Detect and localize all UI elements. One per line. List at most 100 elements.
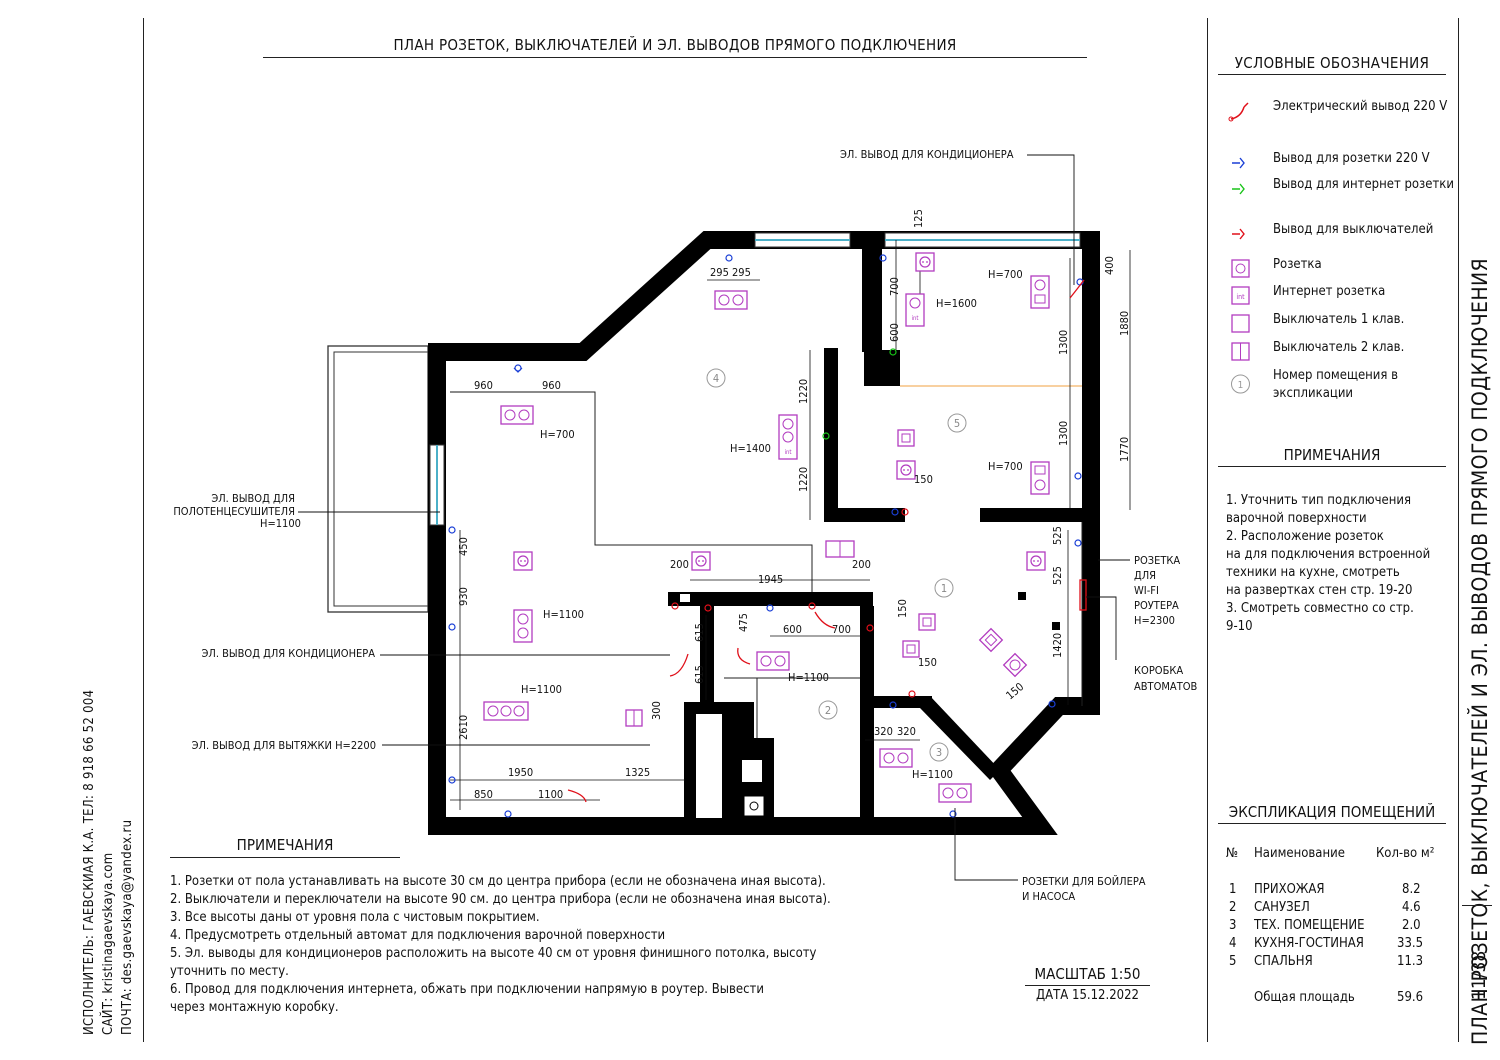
notes-right-title: ПРИМЕЧАНИЯ [1283, 446, 1381, 464]
callout-box-2: АВТОМАТОВ [1134, 680, 1198, 693]
legend-label-switch-1: Выключатель 1 клав. [1273, 312, 1405, 327]
table-row: 1 ПРИХОЖАЯ 8.2 [1226, 882, 1456, 900]
height-1100-d: H=1100 [912, 768, 953, 781]
room-number-1: 1 [941, 582, 947, 595]
devices: int int [483, 252, 1050, 803]
dim-930: 930 [457, 587, 470, 606]
switch-1-key-icon [1231, 314, 1250, 333]
dim-200-right: 200 [852, 558, 871, 571]
dim-1420: 1420 [1051, 633, 1064, 658]
title-strip-line [1458, 18, 1459, 1042]
legend-label-switch-2: Выключатель 2 клав. [1273, 340, 1405, 355]
dim-2610: 2610 [457, 715, 470, 740]
switch-outlet-icon [1232, 228, 1245, 240]
svg-text:int: int [784, 449, 791, 456]
row-area: 2.0 [1402, 918, 1421, 933]
dim-525-bottom: 525 [1051, 566, 1064, 585]
height-1100-c: H=1100 [521, 683, 562, 696]
note-bottom-5b: уточнить по месту. [170, 964, 289, 979]
callout-towel-2: ПОЛОТЕНЦЕСУШИТЕЛЯ [173, 505, 295, 518]
row-name: ПРИХОЖАЯ [1254, 882, 1325, 897]
electric-outlets [567, 279, 1087, 803]
dim-400: 400 [1103, 256, 1116, 275]
dim-1220-top: 1220 [797, 379, 810, 404]
notes-bottom-line [170, 857, 400, 858]
dim-320-left: 320 [874, 725, 893, 738]
dim-1325: 1325 [625, 766, 650, 779]
callout-ac-left: ЭЛ. ВЫВОД ДЛЯ КОНДИЦИОНЕРА [201, 647, 375, 660]
dim-150-c: 150 [914, 473, 933, 486]
legend-item-switch-outlet: Вывод для выключателей [1228, 221, 1458, 241]
room-markers [706, 368, 967, 762]
total-label: Общая площадь [1254, 990, 1355, 1005]
room-number-5: 5 [954, 417, 960, 430]
legend-item-switch-1: Выключатель 1 клав. [1228, 311, 1458, 333]
note-bottom-5: 5. Эл. выводы для кондиционеров располож… [170, 946, 817, 961]
walls [428, 231, 1100, 835]
row-area: 4.6 [1402, 900, 1421, 915]
dim-700-v: 700 [888, 277, 901, 296]
table-row: 3 ТЕХ. ПОМЕЩЕНИЕ 2.0 [1226, 918, 1456, 936]
dim-600-h: 600 [783, 623, 802, 636]
socket-outlets [448, 254, 1084, 818]
dim-700-h: 700 [832, 623, 851, 636]
dim-200-left: 200 [670, 558, 689, 571]
balcony [327, 345, 429, 613]
room-number-2: 2 [825, 704, 831, 717]
row-name: ТЕХ. ПОМЕЩЕНИЕ [1254, 918, 1365, 933]
dim-1950: 1950 [508, 766, 533, 779]
legend-label-electric: Электрический вывод 220 V [1273, 99, 1448, 114]
side-separator [1462, 905, 1492, 906]
notes-bottom-title: ПРИМЕЧАНИЯ [236, 836, 334, 854]
switch-outlets [671, 508, 916, 698]
header-num: № [1226, 846, 1239, 861]
callout-wifi-1: РОЗЕТКА [1134, 554, 1180, 567]
dim-960-right: 960 [542, 379, 561, 392]
dimension-lines [450, 240, 1131, 810]
dim-320-right: 320 [897, 725, 916, 738]
legend-item-socket-outlet: Вывод для розетки 220 V [1228, 150, 1458, 170]
dimension-labels: 960 960 295 295 125 700 600 1220 1220 13… [457, 209, 1131, 801]
legend-label-socket-outlet: Вывод для розетки 220 V [1273, 151, 1430, 166]
header-name: Наименование [1254, 846, 1345, 861]
dim-150-d: 150 [1004, 680, 1027, 702]
height-1400: H=1400 [730, 442, 771, 455]
explication-header: № Наименование Кол-во м² [1226, 846, 1456, 864]
height-1600: H=1600 [936, 297, 977, 310]
row-num: 3 [1229, 918, 1237, 933]
legend-item-internet-socket: int Интернет розетка [1228, 283, 1458, 305]
legend-label-internet-socket: Интернет розетка [1273, 284, 1386, 299]
dim-615-bottom: 615 [693, 665, 706, 684]
internet-outlets [822, 348, 897, 440]
legend-label-room-number: Номер помещения в экспликации [1273, 368, 1399, 401]
row-num: 5 [1229, 954, 1237, 969]
explication-title-line [1218, 823, 1446, 824]
socket-icon [1231, 259, 1250, 278]
note-right-1: 1. Уточнить тип подключения варочной пов… [1226, 493, 1411, 526]
legend-label-internet-outlet: Вывод для интернет розетки [1273, 177, 1454, 192]
dim-1220-bottom: 1220 [797, 467, 810, 492]
dim-150-b: 150 [918, 656, 937, 669]
dim-300: 300 [650, 701, 663, 720]
note-bottom-4: 4. Предусмотреть отдельный автомат для п… [170, 928, 666, 943]
table-row: 5 СПАЛЬНЯ 11.3 [1226, 954, 1456, 972]
svg-text:1: 1 [1238, 380, 1244, 391]
right-frame-line [1207, 18, 1208, 1042]
scale-line [1025, 985, 1150, 986]
callout-wifi-2: ДЛЯ [1134, 569, 1156, 582]
row-name: САНУЗЕЛ [1254, 900, 1310, 915]
callout-hood: ЭЛ. ВЫВОД ДЛЯ ВЫТЯЖКИ H=2200 [192, 739, 376, 752]
note-bottom-6b: через монтажную коробку. [170, 1000, 339, 1015]
callout-wifi-3: WI-FI [1134, 584, 1159, 597]
dim-525-top: 525 [1051, 526, 1064, 545]
row-area: 33.5 [1397, 936, 1424, 951]
note-bottom-3: 3. Все высоты даны от уровня пола с чист… [170, 910, 540, 925]
callout-ac-top: ЭЛ. ВЫВОД ДЛЯ КОНДИЦИОНЕРА [840, 148, 1014, 161]
callout-towel-3: H=1100 [260, 517, 301, 530]
dim-1100: 1100 [538, 788, 563, 801]
callout-wifi-5: H=2300 [1134, 614, 1175, 627]
note-right-2: 2. Расположение розеток на для подключен… [1226, 529, 1431, 598]
floor-plan: int int 1 2 3 4 5 960 960 295 295 1 [173, 148, 1198, 903]
legend-item-socket: Розетка [1228, 256, 1458, 278]
row-num: 2 [1229, 900, 1237, 915]
